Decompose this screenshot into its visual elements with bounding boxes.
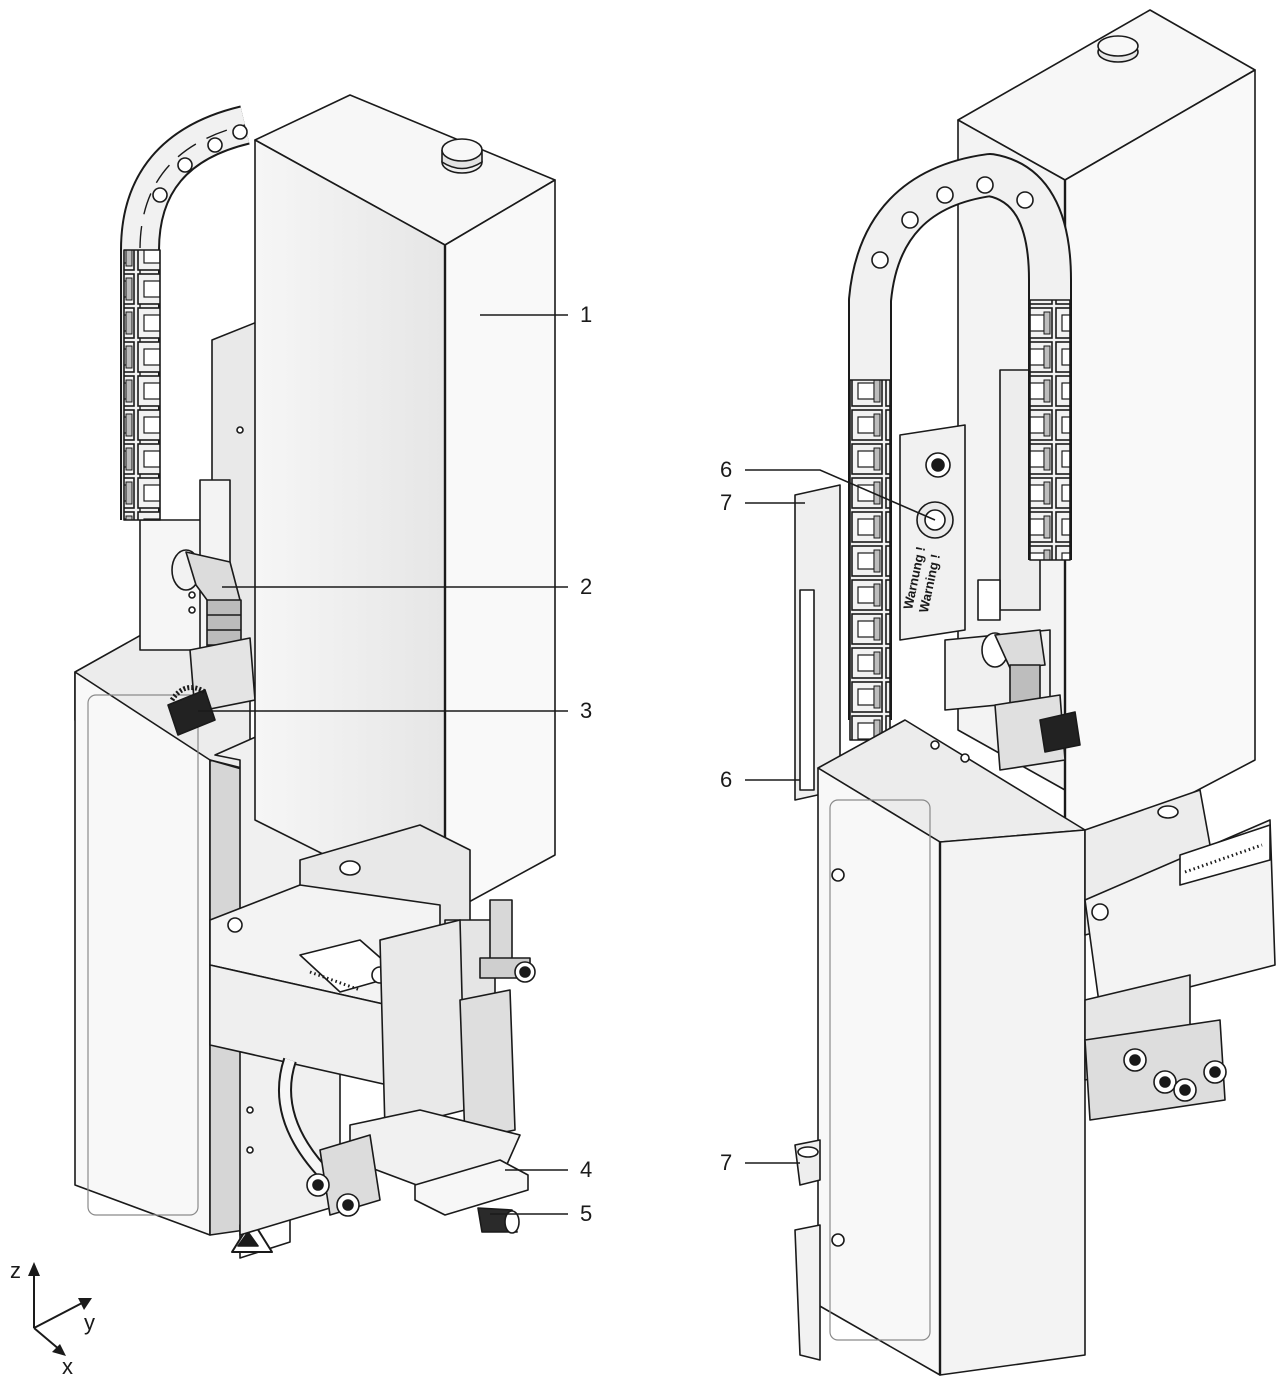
leader-lines bbox=[198, 314, 936, 1215]
coordinate-axes-icon bbox=[28, 1262, 92, 1356]
callout-4: 4 bbox=[580, 1157, 593, 1182]
callout-7-lower: 7 bbox=[720, 1150, 733, 1175]
right-side-plate bbox=[794, 424, 966, 801]
axis-label-x: x bbox=[62, 1354, 73, 1379]
right-cable-chain bbox=[848, 153, 1072, 741]
callout-6-lower: 6 bbox=[720, 767, 733, 792]
left-mechanism bbox=[209, 824, 536, 1234]
axis-label-y: y bbox=[84, 1310, 95, 1335]
leader-line-6-upper bbox=[745, 469, 936, 521]
callout-2: 2 bbox=[580, 574, 593, 599]
callout-5: 5 bbox=[580, 1201, 593, 1226]
left-elbow-fitting bbox=[171, 549, 242, 656]
callout-1: 1 bbox=[580, 302, 593, 327]
axis-label-z: z bbox=[10, 1258, 21, 1283]
left-tall-block bbox=[254, 94, 556, 916]
right-side-mechanism bbox=[1084, 789, 1276, 1121]
callout-6-upper: 6 bbox=[720, 457, 733, 482]
callout-3: 3 bbox=[580, 698, 593, 723]
callout-7-upper: 7 bbox=[720, 490, 733, 515]
right-elbow-fitting bbox=[930, 629, 1081, 771]
right-lower-housing bbox=[794, 719, 1086, 1376]
left-valve-block bbox=[167, 637, 256, 736]
right-assembly: Warnung ! Warning ! bbox=[794, 9, 1276, 1376]
left-assembly bbox=[74, 94, 556, 1259]
